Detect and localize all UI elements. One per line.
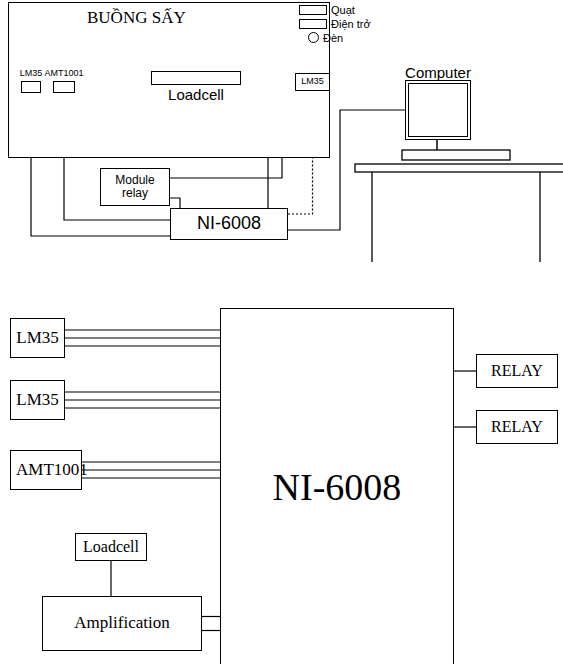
- wire-line: [65, 407, 220, 408]
- node-label: LM35: [16, 391, 59, 410]
- node-label: Loadcell: [83, 538, 139, 556]
- wire-line: [82, 469, 220, 470]
- fan-box: Quạt: [299, 5, 327, 15]
- daq-box: NI-6008: [220, 308, 454, 664]
- wire-line: [65, 399, 220, 400]
- node-label: Amplification: [74, 614, 169, 633]
- wire: [65, 330, 220, 346]
- desk-top: [355, 164, 563, 172]
- wire-line: [82, 461, 220, 462]
- wire-line: [65, 337, 220, 338]
- node-label: Computer: [405, 65, 471, 82]
- relay-box: RELAY: [476, 354, 558, 388]
- node-label: LM35: [16, 329, 59, 348]
- node-label: LM35: [20, 69, 43, 79]
- node-label: Điện trở: [331, 18, 371, 30]
- heater-box: Điện trở: [299, 19, 327, 29]
- wire-line: [82, 477, 220, 478]
- wire: [454, 371, 476, 372]
- node-label: Module relay: [106, 174, 164, 200]
- wire-line: [65, 345, 220, 346]
- node-label: AMT1001: [44, 69, 83, 79]
- node-label: BUỒNG SẤY: [87, 9, 186, 28]
- chamber-box: BUỒNG SẤYLM35AMT1001LoadcellQuạtĐiện trở…: [8, 2, 330, 158]
- amplifier-box: Amplification: [42, 596, 202, 651]
- wire-line: [65, 391, 220, 392]
- loadcell-bar: Loadcell: [151, 71, 241, 85]
- sensor-box: LM35: [21, 81, 41, 93]
- node-label: AMT1001: [16, 461, 76, 480]
- sensor-box: LM35: [295, 73, 330, 91]
- sensor-box: AMT1001: [53, 81, 75, 93]
- node-label: Loadcell: [168, 87, 224, 104]
- wire: [111, 561, 112, 596]
- node-label: RELAY: [491, 362, 543, 380]
- wire-line: [454, 426, 476, 427]
- desk-leg: [371, 172, 372, 262]
- wire-line: [170, 198, 180, 208]
- relay-box: RELAY: [476, 410, 558, 444]
- desk-leg: [539, 172, 540, 262]
- node-label: Quạt: [331, 4, 355, 16]
- wire: [82, 462, 220, 478]
- monitor-stand: [436, 140, 438, 150]
- wire-line: [110, 561, 111, 596]
- node-label: RELAY: [491, 418, 543, 436]
- wire: [202, 617, 220, 631]
- computer-monitor: Computer: [405, 80, 471, 140]
- node-label: NI-6008: [273, 467, 402, 509]
- wire-line: [202, 616, 220, 617]
- wire-line: [65, 329, 220, 330]
- wire-line: [454, 370, 476, 371]
- node-label: Đèn: [323, 31, 343, 43]
- lamp-circle: Đèn: [308, 32, 319, 43]
- wire: [170, 198, 180, 208]
- wire-line: [202, 630, 220, 631]
- sensor-box: LM35: [10, 380, 65, 420]
- sensor-box: LM35: [10, 318, 65, 358]
- keyboard: [402, 150, 510, 160]
- wire: [65, 392, 220, 408]
- node-label: NI-6008: [197, 214, 261, 234]
- wire: [454, 427, 476, 428]
- sensor-box: AMT1001: [10, 450, 82, 490]
- daq-box: NI-6008: [170, 208, 288, 240]
- loadcell-box: Loadcell: [75, 533, 147, 561]
- relay-module-box: Module relay: [100, 168, 170, 206]
- node-label: LM35: [301, 77, 324, 87]
